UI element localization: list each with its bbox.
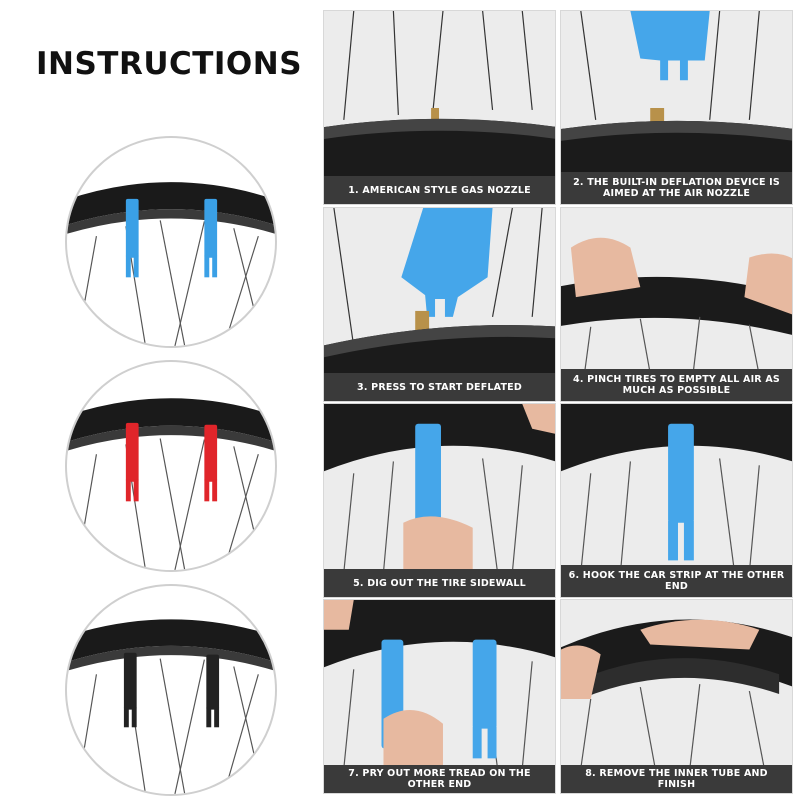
valve-nozzle xyxy=(415,310,430,333)
lever-blue-right xyxy=(472,639,497,759)
lever-blue-left xyxy=(125,198,139,278)
variant-circle-blue xyxy=(65,136,277,348)
step-panel-7: 7. PRY OUT MORE TREAD ON THE OTHER END xyxy=(323,599,556,794)
hand xyxy=(403,516,473,573)
tire-lever-red-illustration xyxy=(67,398,275,570)
step-2-caption: 2. THE BUILT-IN DEFLATION DEVICE IS AIME… xyxy=(561,172,792,204)
step-panel-2: 2. THE BUILT-IN DEFLATION DEVICE IS AIME… xyxy=(560,10,793,205)
variant-circle-black xyxy=(65,584,277,796)
lever-red-right xyxy=(204,424,218,502)
step-4-caption: 4. PINCH TIRES TO EMPTY ALL AIR AS MUCH … xyxy=(561,369,792,401)
hand-left xyxy=(561,645,601,699)
lever-blue xyxy=(668,423,694,561)
step-1-caption: 1. AMERICAN STYLE GAS NOZZLE xyxy=(324,176,555,204)
step-3-caption: 3. PRESS TO START DEFLATED xyxy=(324,373,555,401)
lever-blue xyxy=(630,11,710,81)
step-panel-1: 1. AMERICAN STYLE GAS NOZZLE xyxy=(323,10,556,205)
valve-nozzle xyxy=(431,107,440,130)
hand-right xyxy=(744,253,792,315)
step-panel-5: 5. DIG OUT THE TIRE SIDEWALL xyxy=(323,403,556,598)
lever-black-left xyxy=(123,652,137,728)
step-panel-6: 6. HOOK THE CAR STRIP AT THE OTHER END xyxy=(560,403,793,598)
tire-lever-blue-illustration xyxy=(67,182,275,346)
step-8-illustration xyxy=(561,619,792,769)
hand-top xyxy=(324,600,354,630)
hand xyxy=(383,709,443,769)
step-5-illustration xyxy=(324,404,555,573)
hand-left xyxy=(570,237,641,298)
step-7-illustration xyxy=(324,600,555,769)
inner-tube xyxy=(580,658,780,699)
lever-blue xyxy=(401,208,493,317)
step-8-caption: 8. REMOVE THE INNER TUBE AND FINISH xyxy=(561,765,792,793)
lever-black-right xyxy=(206,654,220,728)
lever-red-left xyxy=(125,422,139,502)
step-panel-8: 8. REMOVE THE INNER TUBE AND FINISH xyxy=(560,599,793,794)
step-6-caption: 6. HOOK THE CAR STRIP AT THE OTHER END xyxy=(561,565,792,597)
step-6-illustration xyxy=(561,404,792,573)
hand-right xyxy=(640,619,760,650)
hand-top xyxy=(522,404,555,434)
wheel-scene xyxy=(67,619,275,794)
step-7-caption: 7. PRY OUT MORE TREAD ON THE OTHER END xyxy=(324,765,555,793)
page-title: INSTRUCTIONS xyxy=(36,46,303,82)
step-4-illustration xyxy=(561,237,792,401)
wheel-scene xyxy=(67,182,275,346)
step-panel-3: 3. PRESS TO START DEFLATED xyxy=(323,207,556,402)
lever-blue-right xyxy=(204,198,218,278)
step-panel-4: 4. PINCH TIRES TO EMPTY ALL AIR AS MUCH … xyxy=(560,207,793,402)
step-5-caption: 5. DIG OUT THE TIRE SIDEWALL xyxy=(324,569,555,597)
wheel-scene xyxy=(67,398,275,570)
variant-circle-red xyxy=(65,360,277,572)
tire-lever-black-illustration xyxy=(67,619,275,794)
